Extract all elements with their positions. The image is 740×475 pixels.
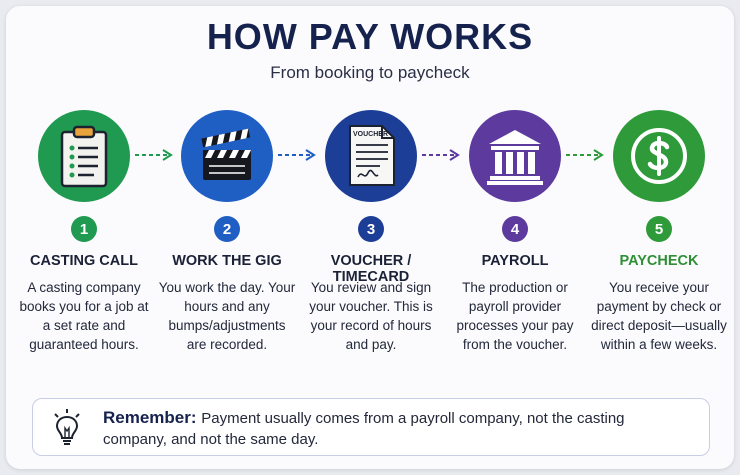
clipboard-icon	[60, 125, 108, 188]
arrow-3-to-4	[422, 149, 460, 161]
step-1-title: CASTING CALL	[30, 253, 138, 269]
reminder-note: Remember: Payment usually comes from a p…	[32, 398, 710, 456]
step-5-title: PAYCHECK	[619, 253, 699, 269]
dollar-coin-icon	[631, 128, 687, 184]
arrow-1-to-2	[135, 149, 173, 161]
step-3-number: 3	[358, 216, 384, 242]
step-5-circle	[613, 110, 705, 202]
reminder-text: Remember: Payment usually comes from a p…	[103, 407, 663, 450]
step-5-number: 5	[646, 216, 672, 242]
clapperboard-icon	[201, 128, 251, 180]
step-2-description: You work the day. Your hours and any bum…	[158, 280, 296, 352]
step-5-description: You receive your payment by check or dir…	[591, 280, 727, 352]
page-subtitle: From booking to paycheck	[270, 63, 470, 82]
step-3-circle: VOUCHER	[325, 110, 417, 202]
page-title: HOW PAY WORKS	[206, 16, 534, 57]
step-4-number: 4	[502, 216, 528, 242]
step-4-title: PAYROLL	[481, 253, 549, 269]
arrow-2-to-3	[278, 149, 316, 161]
voucher-document-icon: VOUCHER	[349, 125, 395, 186]
voucher-icon-text: VOUCHER	[353, 131, 388, 138]
step-2-title: WORK THE GIG	[172, 253, 282, 269]
bank-building-icon	[487, 130, 543, 185]
reminder-body: Payment usually comes from a payroll com…	[103, 410, 625, 448]
step-1-number: 1	[71, 216, 97, 242]
step-1-circle	[38, 110, 130, 202]
step-2-circle	[181, 110, 273, 202]
step-2-number: 2	[214, 216, 240, 242]
lightbulb-icon	[54, 409, 80, 445]
arrow-4-to-5	[566, 149, 604, 161]
step-3-description: You review and sign your voucher. This i…	[309, 280, 433, 352]
step-4-description: The production or payroll provider proce…	[456, 280, 574, 352]
step-1-description: A casting company books you for a job at…	[19, 280, 149, 352]
step-3-title: VOUCHER / TIMECARD	[330, 253, 412, 285]
reminder-heading: Remember:	[103, 408, 202, 427]
step-4-circle	[469, 110, 561, 202]
